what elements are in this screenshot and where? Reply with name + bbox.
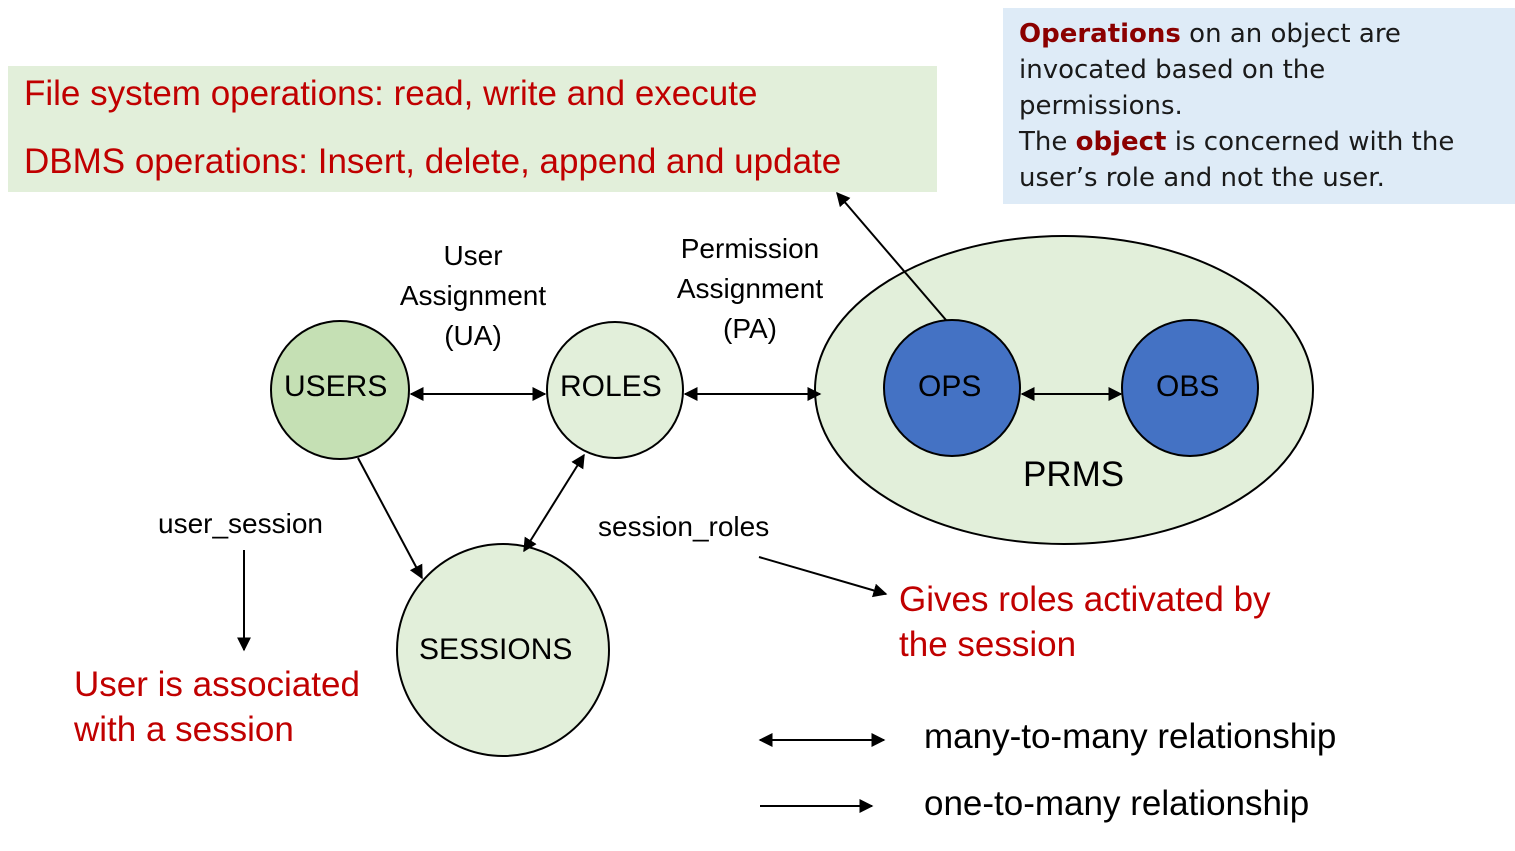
legend-one-to-many-text: one-to-many relationship [924,784,1310,823]
operations-examples-box: File system operations: read, write and … [8,66,937,192]
users-node [270,320,410,460]
pa-label: Permission Assignment (PA) [650,229,850,349]
roles-label: ROLES [560,370,662,403]
legend-many-to-many-text: many-to-many relationship [924,717,1337,756]
ua-line-2: Assignment [399,280,547,311]
pa-line-1: Permission [680,233,820,264]
session-roles-note-line-2: the session [899,625,1077,664]
obs-label: OBS [1156,370,1220,403]
sessions-label: SESSIONS [419,633,573,666]
info-line-3: permissions. [1019,91,1183,121]
session-roles-note-line-1: Gives roles activated by [899,580,1271,619]
user-session-label: user_session [158,508,323,539]
pa-line-3: (PA) [723,313,777,344]
operations-highlight: Operations [1019,19,1181,49]
info-text-1: on an object are [1189,19,1401,49]
info-line-5: user’s role and not the user. [1019,163,1385,193]
users-label: USERS [284,370,388,403]
info-line-4: The object is concerned with the [1019,124,1503,160]
pa-line-2: Assignment [676,273,824,304]
session-roles-note: Gives roles activated by the session [899,577,1271,667]
sessions-node [396,543,610,757]
user-session-note: User is associated with a session [74,662,360,752]
info-line-1: Operations on an object are [1019,16,1503,52]
ops-to-operations-arrow [836,191,947,321]
ops-node [883,319,1021,457]
info-the: The [1019,127,1068,157]
user-session-note-line-1: User is associated [74,665,360,704]
operations-info-box: Operations on an object are invocated ba… [1003,8,1515,204]
object-highlight: object [1075,127,1167,157]
info-text-2: is concerned with the [1174,127,1455,157]
roles-node [546,321,684,459]
file-system-operations-text: File system operations: read, write and … [24,74,758,113]
ua-line-3: (UA) [444,320,502,351]
info-line-2: invocated based on the [1019,55,1326,85]
user-session-arrow [357,457,423,580]
session-roles-note-arrow [758,556,888,598]
user-session-note-line-2: with a session [74,710,294,749]
session-roles-arrow [523,453,585,553]
prms-label: PRMS [1023,455,1125,494]
ops-label: OPS [918,370,982,403]
ua-line-1: User [443,240,503,271]
ua-label: User Assignment (UA) [373,236,573,356]
session-roles-label: session_roles [598,511,770,542]
dbms-operations-text: DBMS operations: Insert, delete, append … [24,142,842,181]
